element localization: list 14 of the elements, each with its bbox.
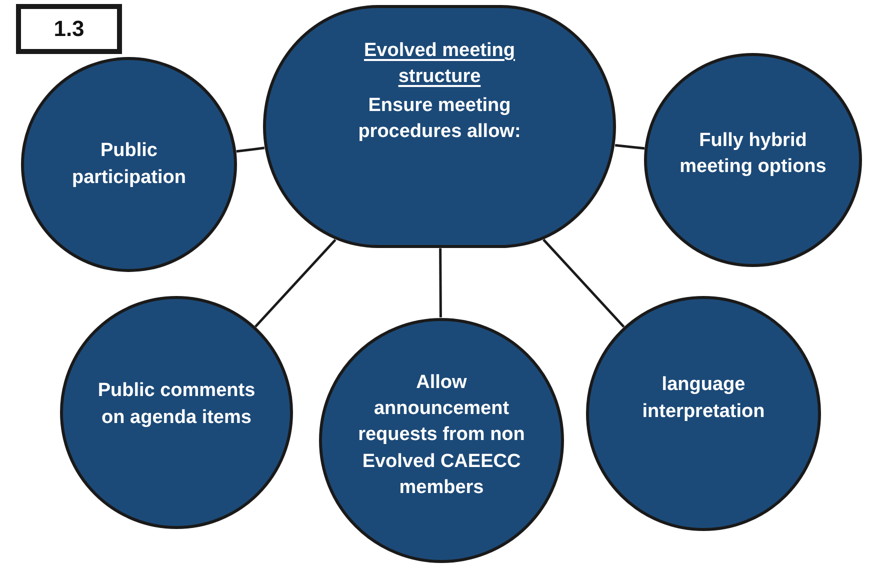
label-text: Fully hybrid meeting options: [678, 128, 828, 179]
heading: Evolved meeting structure: [363, 39, 516, 90]
label-text: Ensure meeting procedures allow:: [357, 94, 522, 144]
label-text: Public comments on agenda items: [96, 379, 256, 430]
connector-line: [254, 238, 336, 328]
section-number-box: [16, 4, 122, 54]
connector-line: [614, 144, 645, 150]
label-text: Allow announcement requests from non Evolved CAEECC members: [357, 370, 526, 500]
section-number: 1.3: [54, 14, 84, 43]
connector-line: [542, 238, 625, 328]
label-text: Public participation: [70, 139, 187, 190]
connector-line: [236, 146, 265, 153]
connector-line: [439, 248, 442, 318]
label-text: language interpretation: [641, 373, 766, 424]
